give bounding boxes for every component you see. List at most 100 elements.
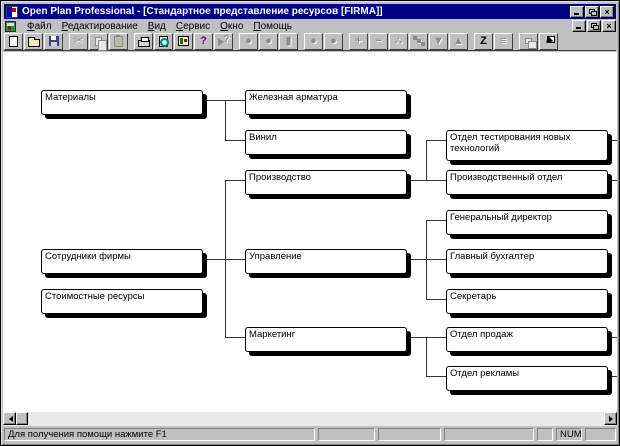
copy-button[interactable] bbox=[89, 32, 108, 51]
context-help-icon bbox=[217, 34, 230, 47]
resource-box-marketing[interactable]: Маркетинг bbox=[245, 327, 407, 352]
resource-label: Отдел тестирования новых технологий bbox=[450, 132, 571, 155]
new-document-button[interactable] bbox=[4, 32, 23, 50]
right-arrow-icon bbox=[609, 416, 616, 422]
resource-box-testing-dept[interactable]: Отдел тестирования новых технологий bbox=[446, 130, 608, 161]
connector-line bbox=[612, 376, 617, 377]
connector-line bbox=[225, 140, 245, 141]
document-icon[interactable] bbox=[5, 20, 16, 32]
connector-line bbox=[225, 180, 226, 337]
node-tool-4-button[interactable]: ● bbox=[304, 32, 323, 50]
notes-button[interactable]: ≡ bbox=[494, 32, 513, 50]
resource-table-button[interactable] bbox=[174, 32, 193, 50]
menu-item-Окно[interactable]: Окно bbox=[220, 20, 244, 32]
context-help-button[interactable] bbox=[214, 32, 233, 50]
window-title: Open Plan Professional - [Стандартное пр… bbox=[22, 6, 383, 17]
menu-item-Вид[interactable]: Вид bbox=[147, 20, 166, 32]
connector-line bbox=[411, 180, 446, 181]
node-tool-2-icon: ● bbox=[265, 34, 272, 47]
status-panel-3 bbox=[444, 428, 534, 441]
connector-line bbox=[426, 140, 446, 141]
resource-label: Отдел рекламы bbox=[450, 368, 520, 379]
resource-box-general-director[interactable]: Генеральный директор bbox=[446, 210, 608, 235]
toolbar: ✂? ● ● ▮ ● ● +−∴ ▼ ▲ Z ≡ bbox=[4, 32, 616, 51]
connector-line bbox=[225, 100, 226, 140]
save-file-icon bbox=[48, 36, 59, 46]
menu-item-Помощь[interactable]: Помощь bbox=[253, 20, 293, 32]
resource-label: Отдел продаж bbox=[450, 329, 513, 340]
remove-item-icon: − bbox=[375, 34, 382, 47]
resource-box-chief-accountant[interactable]: Главный бухгалтер bbox=[446, 249, 608, 274]
print-preview-icon bbox=[159, 35, 169, 47]
resource-box-cost-resources[interactable]: Стоимостные ресурсы bbox=[41, 289, 203, 314]
resource-box-vinyl[interactable]: Винил bbox=[245, 130, 407, 155]
scroll-right-button[interactable] bbox=[604, 412, 617, 425]
connector-line bbox=[612, 180, 617, 181]
paste-button[interactable] bbox=[109, 32, 128, 50]
save-file-button[interactable] bbox=[44, 32, 63, 50]
resource-box-advertising-dept[interactable]: Отдел рекламы bbox=[446, 366, 608, 391]
resource-label: Стоимостные ресурсы bbox=[45, 291, 145, 302]
print-button[interactable] bbox=[134, 32, 153, 50]
resource-box-company-staff[interactable]: Сотрудники фирмы bbox=[41, 249, 203, 274]
remove-item-button[interactable]: − bbox=[369, 32, 388, 50]
resource-box-sales-dept[interactable]: Отдел продаж bbox=[446, 327, 608, 352]
resource-box-iron-fittings[interactable]: Железная арматура bbox=[245, 90, 407, 115]
print-preview-button[interactable] bbox=[154, 32, 173, 50]
link-items-icon: ∴ bbox=[395, 34, 402, 47]
resource-box-management[interactable]: Управление bbox=[245, 249, 407, 274]
resource-box-production-dept[interactable]: Производственный отдел bbox=[446, 170, 608, 195]
menu-item-Сервис[interactable]: Сервис bbox=[175, 20, 211, 32]
sort-button[interactable]: Z bbox=[474, 32, 493, 50]
add-item-button[interactable]: + bbox=[349, 32, 368, 50]
node-tool-4-icon: ● bbox=[310, 34, 317, 47]
node-tool-1-icon: ● bbox=[245, 34, 252, 47]
reorder-items-button[interactable] bbox=[409, 32, 428, 50]
menu-item-Файл[interactable]: Файл bbox=[27, 20, 52, 32]
node-tool-5-button[interactable]: ● bbox=[324, 32, 343, 50]
menu-item-Редактирование[interactable]: Редактирование bbox=[61, 20, 138, 32]
resource-box-production[interactable]: Производство bbox=[245, 170, 407, 195]
node-tool-1-button[interactable]: ● bbox=[239, 32, 258, 50]
resource-box-materials[interactable]: Материалы bbox=[41, 90, 203, 115]
notes-icon: ≡ bbox=[500, 34, 507, 47]
move-up-icon: ▲ bbox=[453, 34, 464, 47]
window-minimize-button[interactable] bbox=[570, 5, 584, 18]
resource-label: Маркетинг bbox=[249, 329, 296, 340]
cascade-windows-button[interactable] bbox=[519, 32, 538, 50]
connector-line bbox=[207, 259, 245, 260]
open-file-icon bbox=[27, 36, 40, 47]
cascade-windows-icon bbox=[525, 38, 537, 49]
resource-label: Железная арматура bbox=[249, 92, 338, 103]
title-bar: Open Plan Professional - [Стандартное пр… bbox=[4, 4, 616, 19]
expand-window-button[interactable] bbox=[539, 32, 558, 50]
cut-button[interactable]: ✂ bbox=[69, 32, 88, 50]
app-icon[interactable] bbox=[6, 5, 18, 18]
scroll-left-button[interactable] bbox=[3, 412, 16, 425]
horizontal-scrollbar[interactable] bbox=[3, 412, 617, 426]
node-tool-2-button[interactable]: ● bbox=[259, 32, 278, 50]
child-minimize-button[interactable] bbox=[572, 20, 586, 32]
resource-box-secretary[interactable]: Секретарь bbox=[446, 289, 608, 314]
move-down-button[interactable]: ▼ bbox=[429, 32, 448, 50]
scroll-thumb[interactable] bbox=[16, 412, 28, 425]
help-button[interactable]: ? bbox=[194, 32, 213, 50]
move-up-button[interactable]: ▲ bbox=[449, 32, 468, 50]
child-window-controls: × bbox=[572, 20, 616, 32]
connector-line bbox=[411, 337, 446, 338]
child-restore-button[interactable] bbox=[587, 20, 601, 32]
paste-icon bbox=[114, 34, 123, 47]
node-tool-3-button[interactable]: ▮ bbox=[279, 32, 298, 50]
connector-line bbox=[426, 376, 446, 377]
resource-label: Секретарь bbox=[450, 291, 497, 302]
menu-bar: Файл Редактирование Вид Сервис Окно Помощь × bbox=[4, 19, 616, 33]
child-close-button[interactable]: × bbox=[602, 20, 616, 32]
window-restore-button[interactable] bbox=[585, 5, 599, 18]
connector-line bbox=[426, 220, 427, 299]
link-items-button[interactable]: ∴ bbox=[389, 32, 408, 50]
open-file-button[interactable] bbox=[24, 32, 43, 50]
connector-line bbox=[612, 140, 617, 141]
status-panel-4 bbox=[537, 428, 553, 441]
window-close-button[interactable]: × bbox=[600, 5, 614, 18]
close-icon: × bbox=[606, 21, 612, 31]
